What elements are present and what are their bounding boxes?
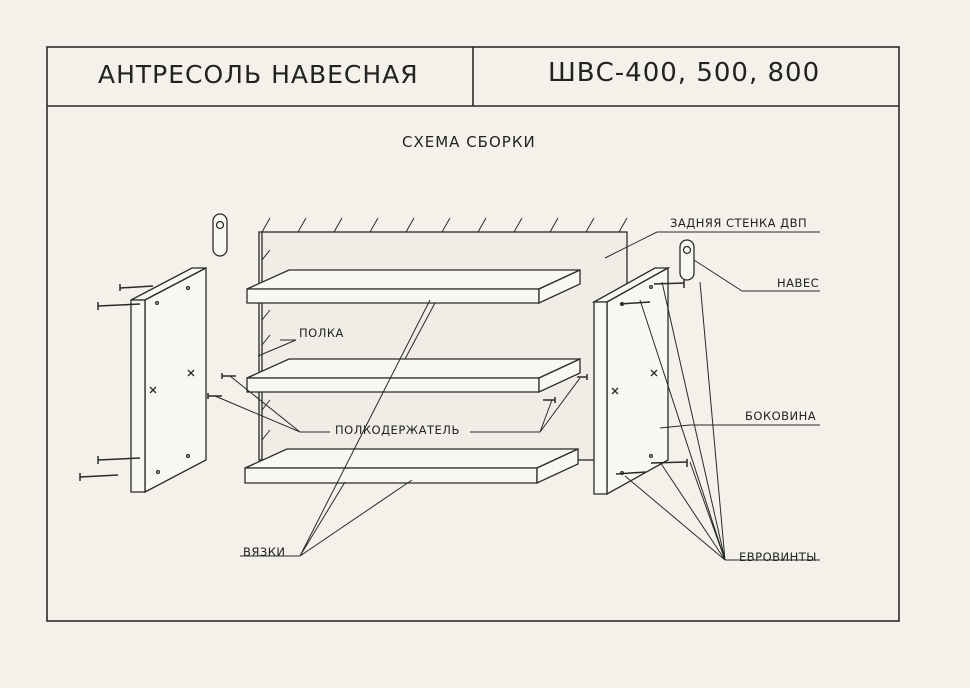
shelf-bottom <box>244 447 579 485</box>
shelf-middle <box>246 357 581 394</box>
shelf-holder-icons <box>207 373 588 403</box>
side-panel-right <box>591 266 671 496</box>
leader-lines <box>214 231 820 561</box>
label-euroscrews: ЕВРОВИНТЫ <box>739 550 817 564</box>
label-shelf: ПОЛКА <box>299 326 344 340</box>
label-shelf-holder: ПОЛКОДЕРЖАТЕЛЬ <box>335 423 460 437</box>
model-number: ШВС-400, 500, 800 <box>548 58 821 88</box>
scheme-title: СХЕМА СБОРКИ <box>402 133 536 151</box>
page-title: АНТРЕСОЛЬ НАВЕСНАЯ <box>98 60 419 89</box>
drawing-frame <box>46 46 900 622</box>
side-panel-left <box>130 266 207 494</box>
euroscrew-icons <box>79 280 688 481</box>
hanger-icon-right <box>679 239 695 281</box>
label-hanger: НАВЕС <box>777 276 820 290</box>
label-back-wall: ЗАДНЯЯ СТЕНКА ДВП <box>670 216 808 230</box>
label-ties: ВЯЗКИ <box>243 545 286 559</box>
label-side-panel: БОКОВИНА <box>745 409 817 423</box>
shelf-top <box>246 268 581 305</box>
hanger-icon-left <box>212 213 228 257</box>
